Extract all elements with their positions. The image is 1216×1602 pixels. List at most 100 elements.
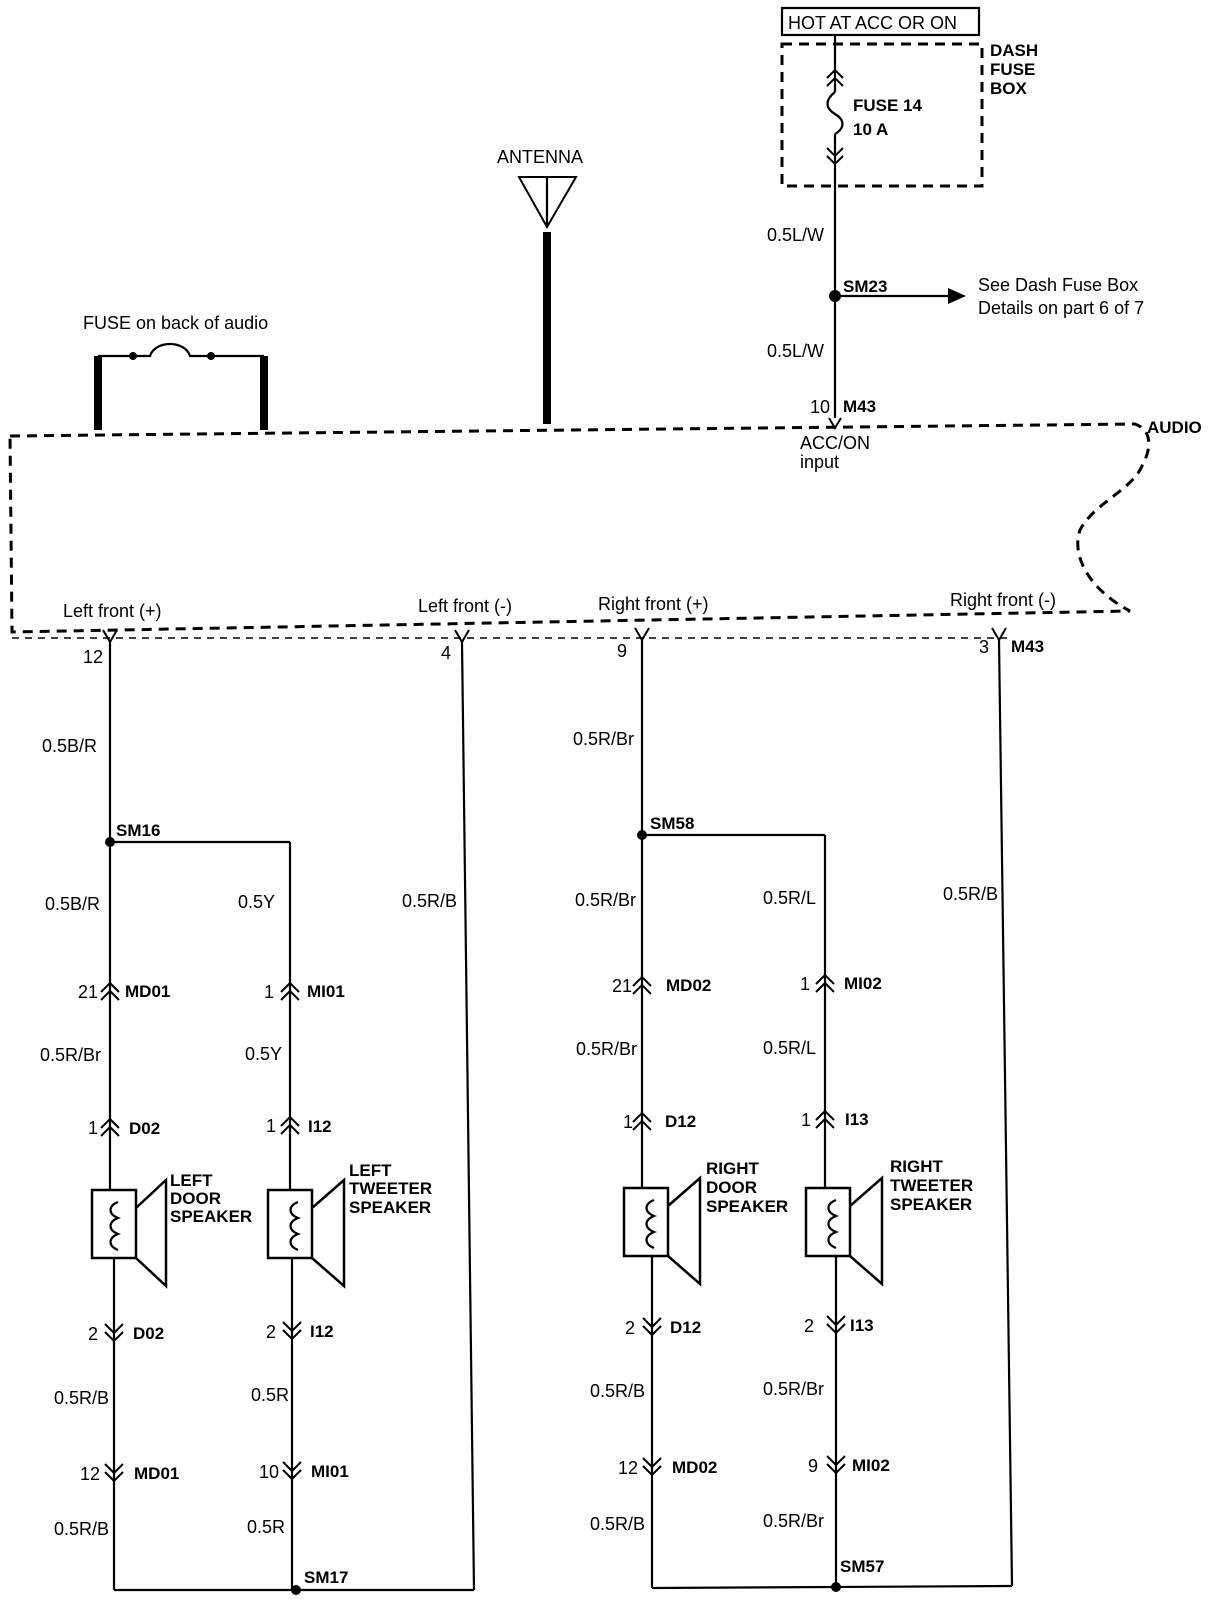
conn-d02-top-pin: 1 <box>88 1118 98 1138</box>
pin-rf-neg: 3 <box>979 637 989 657</box>
sm23-note-line2: Details on part 6 of 7 <box>978 298 1144 318</box>
conn-mi01-bot-pin: 10 <box>259 1462 279 1482</box>
conn-mi01-top-pin: 1 <box>264 982 274 1002</box>
splice-sm57-label: SM57 <box>840 1557 884 1576</box>
pin-lf-pos: 12 <box>83 647 103 667</box>
wire-label-lt-mid: 0.5Y <box>245 1044 282 1064</box>
arrow-right-icon <box>948 288 966 304</box>
connector-chevron-down-icon <box>282 1321 302 1341</box>
connector-chevron-down-icon <box>104 1463 124 1483</box>
wire-label-lf-pos-door: 0.5R/Br <box>40 1045 101 1065</box>
wire-label-rf-door-bot2: 0.5R/B <box>590 1514 645 1534</box>
right-door-speaker-label-1: RIGHT <box>706 1159 760 1178</box>
supply-label: HOT AT ACC OR ON <box>788 13 957 33</box>
conn-md02-top: MD02 <box>666 976 711 995</box>
right-tweeter-speaker-label-3: SPEAKER <box>890 1195 972 1214</box>
fuse-14-icon <box>826 91 844 135</box>
output-lf-neg-label: Left front (-) <box>418 596 512 616</box>
acc-pin-number: 10 <box>810 397 830 417</box>
left-tweeter-speaker-label-3: SPEAKER <box>349 1198 431 1217</box>
connector-chevron-up-icon <box>826 68 844 87</box>
connector-chevron-down-icon <box>642 1317 662 1337</box>
left-door-speaker-label-1: LEFT <box>170 1171 213 1190</box>
fuse-14-rating: 10 A <box>853 120 888 139</box>
conn-d12-bot: D12 <box>670 1318 701 1337</box>
connector-chevron-down-icon <box>642 1457 662 1477</box>
left-tweeter-speaker-icon <box>266 1177 346 1289</box>
conn-mi02-top-pin: 1 <box>800 974 810 994</box>
splice-sm17-label: SM17 <box>304 1568 348 1587</box>
connector-chevron-up-icon <box>280 981 300 1001</box>
splice-sm16-label: SM16 <box>116 821 160 840</box>
conn-md01-bot: MD01 <box>134 1464 179 1483</box>
supply-label-box <box>780 6 981 37</box>
wire-label-lt-bot2: 0.5R <box>247 1517 285 1537</box>
left-tweeter-speaker-label-2: TWEETER <box>349 1179 432 1198</box>
conn-i13-bot: I13 <box>850 1316 874 1335</box>
dash-fuse-box <box>780 42 984 188</box>
acc-connector-name: M43 <box>843 397 876 416</box>
output-rf-neg-label: Right front (-) <box>950 590 1056 610</box>
dash-fuse-box-label-1: DASH <box>990 41 1038 60</box>
wire-label-lf-pos-top: 0.5B/R <box>42 736 97 756</box>
wire-label-lf-pos-mid: 0.5B/R <box>45 894 100 914</box>
left-door-speaker-icon <box>90 1177 168 1289</box>
conn-i12-bot: I12 <box>310 1322 334 1341</box>
conn-i13-bot-pin: 2 <box>804 1316 814 1336</box>
splice-sm58-label: SM58 <box>650 814 694 833</box>
output-rf-pos-label: Right front (+) <box>598 594 709 614</box>
conn-d12-bot-pin: 2 <box>625 1318 635 1338</box>
conn-md02-bot-pin: 12 <box>618 1458 638 1478</box>
output-lf-pos-label: Left front (+) <box>63 601 162 621</box>
connector-chevron-up-icon <box>815 973 835 993</box>
wire-label-lt-bot1: 0.5R <box>251 1385 289 1405</box>
connector-chevron-down-icon <box>104 1323 124 1343</box>
conn-i12-bot-pin: 2 <box>266 1322 276 1342</box>
audio-fuse-label: FUSE on back of audio <box>83 313 268 333</box>
conn-d12-top: D12 <box>665 1112 696 1131</box>
conn-i13-top: I13 <box>845 1110 869 1129</box>
conn-mi02-top: MI02 <box>844 974 882 993</box>
conn-md02-top-pin: 21 <box>612 976 632 996</box>
left-door-speaker-label-2: DOOR <box>170 1189 221 1208</box>
connector-chevron-up-icon <box>632 1111 652 1131</box>
sm23-note-line1: See Dash Fuse Box <box>978 275 1138 295</box>
left-tweeter-speaker-label-1: LEFT <box>349 1161 392 1180</box>
dash-fuse-box-label-3: BOX <box>990 79 1028 98</box>
left-door-speaker-label-3: SPEAKER <box>170 1207 252 1226</box>
audio-unit-outline <box>8 422 1151 634</box>
antenna-label: ANTENNA <box>497 147 583 167</box>
splice-sm17-dot <box>291 1585 301 1595</box>
wire-label-lf-neg: 0.5R/B <box>402 891 457 911</box>
conn-mi01-bot: MI01 <box>311 1462 349 1481</box>
wire-label-acc-top: 0.5L/W <box>767 225 824 245</box>
conn-d02-bot-pin: 2 <box>88 1324 98 1344</box>
bottom-connector-m43: M43 <box>1011 637 1044 656</box>
connector-chevron-down-icon <box>826 1455 846 1475</box>
conn-i12-top: I12 <box>308 1117 332 1136</box>
conn-md01-bot-pin: 12 <box>80 1464 100 1484</box>
pin-terminal-icon <box>454 629 470 644</box>
pin-lf-neg: 4 <box>441 643 451 663</box>
conn-d02-top: D02 <box>129 1119 160 1138</box>
pin-rf-pos: 9 <box>617 641 627 661</box>
splice-sm57-dot <box>831 1582 841 1592</box>
wire-label-rf-pos-top: 0.5R/Br <box>573 729 634 749</box>
conn-mi02-bot-pin: 9 <box>808 1456 818 1476</box>
connector-chevron-down-icon <box>826 1315 846 1335</box>
audio-unit-label: AUDIO <box>1147 418 1202 437</box>
connector-chevron-up-icon <box>632 975 652 995</box>
right-tweeter-speaker-label-2: TWEETER <box>890 1176 973 1195</box>
wire-label-lt-top: 0.5Y <box>238 892 275 912</box>
wire-label-rf-door-bot1: 0.5R/B <box>590 1381 645 1401</box>
connector-chevron-up-icon <box>100 981 120 1001</box>
right-tweeter-speaker-icon <box>804 1175 884 1287</box>
wire-label-lf-door-bot1: 0.5R/B <box>54 1388 109 1408</box>
conn-md01-top-pin: 21 <box>78 982 98 1002</box>
splice-sm23-label: SM23 <box>843 277 887 296</box>
conn-mi01-top: MI01 <box>307 982 345 1001</box>
conn-d12-top-pin: 1 <box>623 1112 633 1132</box>
acc-input-label-1: ACC/ON <box>800 433 870 453</box>
pin-terminal-icon <box>102 629 118 644</box>
